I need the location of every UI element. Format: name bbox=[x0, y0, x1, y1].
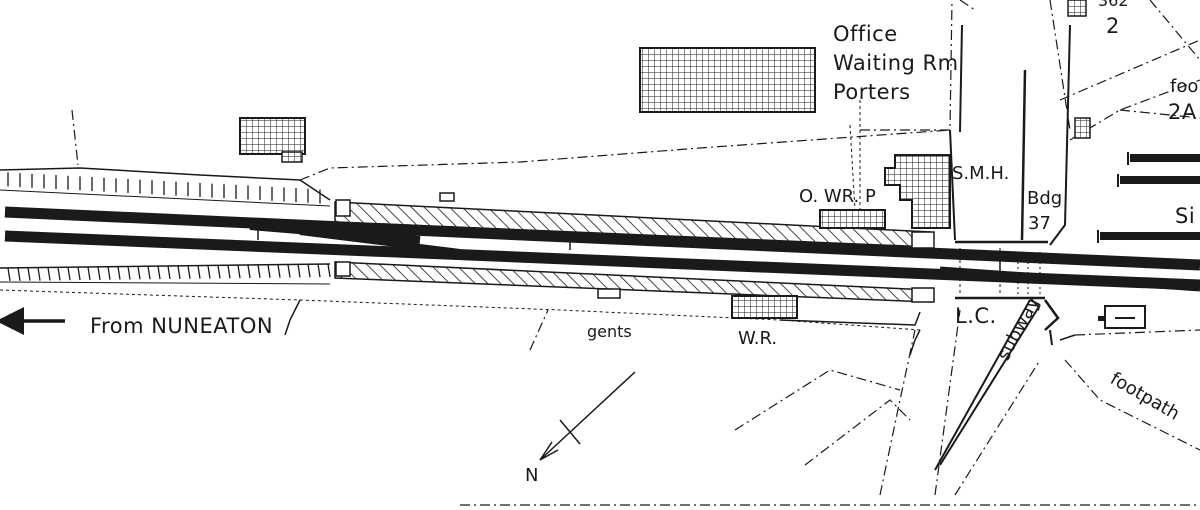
label-grid-top: 362 bbox=[1098, 0, 1129, 10]
buildings bbox=[239, 0, 1146, 329]
station-master-house bbox=[884, 154, 951, 229]
office-block bbox=[639, 47, 816, 113]
north-arrow bbox=[539, 371, 636, 461]
tracks bbox=[4, 152, 1200, 292]
owrp-building bbox=[819, 209, 886, 229]
label-porters: Porters bbox=[833, 80, 911, 104]
label-waiting-rm: Waiting Rm bbox=[833, 51, 959, 75]
embankments bbox=[0, 167, 331, 285]
label-cut-si: Si bbox=[1175, 204, 1196, 228]
label-grid-2: 2 bbox=[1106, 14, 1120, 38]
label-from-nuneaton: From NUNEATON bbox=[90, 314, 274, 338]
road-edges bbox=[284, 299, 1076, 356]
label-owrp: O. WR. P bbox=[799, 186, 876, 207]
label-bdg-number: 37 bbox=[1028, 213, 1051, 234]
label-waiting-room: W.R. bbox=[738, 328, 778, 349]
dotted-lines bbox=[0, 100, 921, 331]
road-and-bridge bbox=[949, 24, 1071, 346]
arrows bbox=[0, 307, 636, 461]
label-level-crossing: L.C. bbox=[955, 304, 997, 328]
label-north: N bbox=[525, 465, 539, 486]
subway bbox=[934, 299, 1041, 471]
label-office: Office bbox=[833, 22, 898, 46]
label-gents: gents bbox=[587, 322, 632, 341]
label-bdg: Bdg bbox=[1027, 188, 1063, 209]
label-cut-foo: foo bbox=[1170, 76, 1199, 97]
hut-north bbox=[239, 117, 306, 155]
label-smh: S.M.H. bbox=[952, 163, 1010, 184]
label-grid-2a: 2A bbox=[1168, 100, 1197, 124]
waiting-room bbox=[731, 295, 798, 319]
